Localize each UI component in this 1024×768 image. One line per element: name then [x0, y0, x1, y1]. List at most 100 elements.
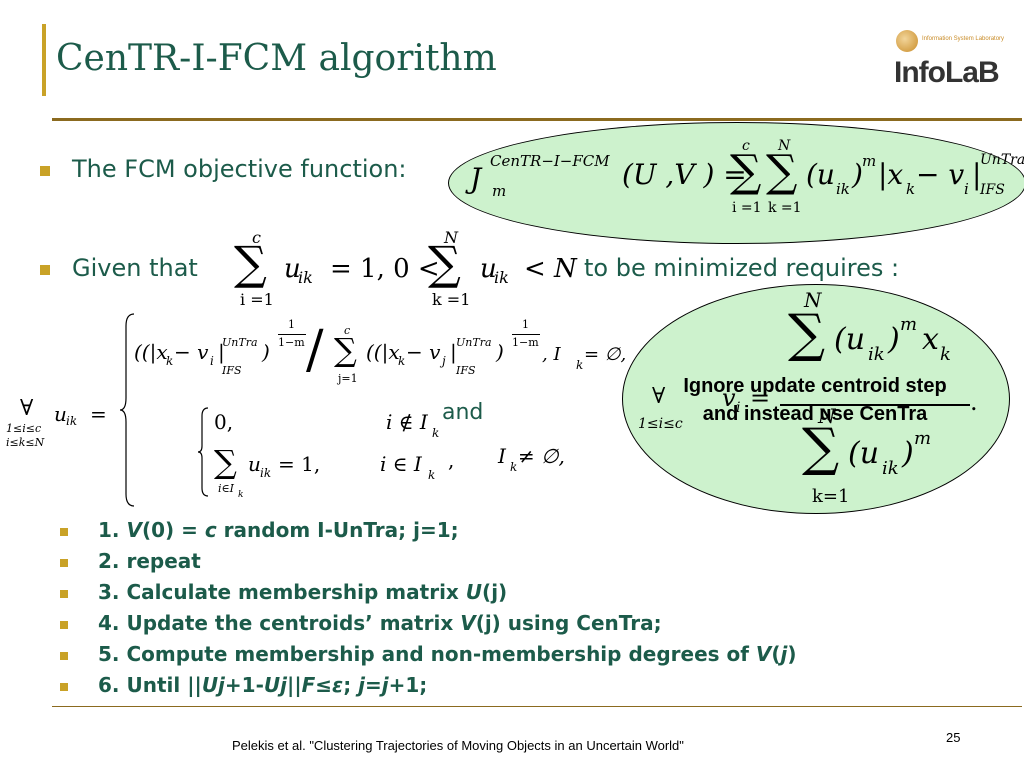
formula-J-sub: m — [492, 182, 507, 200]
objective-formula: J CenTR−I−FCM m (U ,V ) = c ∑ i =1 N ∑ k… — [470, 138, 1024, 228]
m-c1-right-exp-den: 1−m — [512, 336, 539, 349]
centroid-highlight-ellipse — [622, 284, 1010, 514]
m-c2a-val: 0, — [214, 410, 234, 434]
m-c1-rparen: ) — [262, 340, 270, 364]
m-c2b-comma: , — [448, 448, 455, 472]
m-c2b-cond-sub: k — [428, 468, 436, 482]
step-text: 4. Update the centroids’ matrix V(j) usi… — [98, 611, 662, 635]
bullet-marker — [40, 166, 50, 176]
cf-num-top: N — [804, 288, 822, 312]
cf-cond: 1≤i≤c — [638, 416, 683, 432]
logo-name: InfoLaB — [894, 56, 1000, 89]
term-exp: m — [862, 152, 877, 170]
m-c1-right-sup: UnTra — [456, 336, 492, 349]
m-c2b-cond: i ∈ I — [380, 452, 422, 476]
step-bullet — [60, 652, 68, 660]
membership-formula: ∀ 1≤i≤c i≤k≤N u ik = ((|x k − v i | UnTr… — [0, 310, 660, 510]
norm-close: | — [972, 158, 982, 191]
m-eq: = — [90, 402, 107, 426]
cf-dot: . — [970, 388, 978, 416]
sum2-sigma: ∑ — [766, 146, 798, 197]
c-u: u — [284, 254, 301, 284]
cf-num-close: ) — [888, 322, 900, 357]
m-forall-cond2: i≤k≤N — [6, 436, 45, 449]
m-inner-brace — [197, 407, 209, 497]
step-text: 6. Until ||Uj+1-Uj||F≤ε; j=j+1; — [98, 673, 428, 697]
bullet-given-suffix: to be minimized requires : — [584, 254, 900, 282]
m-c2a-cond-sub: k — [432, 426, 440, 440]
m-c1-exp-num: 1 — [288, 318, 295, 331]
cf-eq: = — [750, 384, 771, 412]
m-c2b-sum-bot: i∈I — [218, 482, 235, 495]
m-lhs: u — [54, 402, 67, 426]
m-and-text: and — [442, 400, 484, 425]
norm-sub: IFS — [980, 182, 1005, 198]
m-c1-v: − v — [174, 340, 209, 364]
bullet-marker — [40, 265, 50, 275]
m-forall: ∀ — [20, 396, 34, 421]
step-bullet — [60, 621, 68, 629]
m-c1-right-v: − v — [406, 340, 441, 364]
step-bullet — [60, 590, 68, 598]
c-sum1-bottom: i =1 — [240, 290, 274, 309]
m-c1-right-k: k — [398, 354, 406, 368]
m-c1-exp-line — [278, 334, 306, 335]
cf-v-sub: i — [736, 400, 741, 416]
cf-num-term: (u — [834, 322, 866, 357]
callout-line-1: Ignore update centroid step — [683, 375, 947, 397]
m-sum-bot: j=1 — [338, 372, 358, 385]
step-bullet — [60, 528, 68, 536]
norm-sup: UnTra — [980, 152, 1024, 168]
cf-num-x-sub: k — [940, 344, 951, 365]
m-c1-cond-sub: k — [576, 358, 584, 372]
c-sum1-top: c — [252, 228, 261, 247]
formula-J: J — [470, 162, 482, 195]
formula-args: (U ,V ) = — [622, 158, 747, 191]
cf-v: v — [722, 384, 736, 412]
cf-forall: ∀ — [652, 384, 666, 409]
c-end: < N — [524, 254, 577, 284]
m-c1-left: ((|x — [134, 340, 168, 364]
step-text: 1. V(0) = c random I-UnTra; j=1; — [98, 518, 459, 542]
m-c2-cond: I — [498, 444, 506, 468]
cf-den-sigma: ∑ — [802, 418, 840, 478]
cf-num-sigma: ∑ — [788, 304, 826, 364]
page-number: 25 — [946, 730, 961, 745]
cf-den-term: (u — [848, 436, 880, 471]
callout-note: Ignore update centroid step and instead … — [634, 372, 996, 428]
norm-x-sub: k — [906, 180, 916, 198]
logo: Information System Laboratory InfoLaB — [890, 26, 1010, 98]
m-sum-sigma: ∑ — [334, 331, 357, 369]
m-lhs-sub: ik — [66, 414, 78, 428]
m-c1-i: i — [210, 354, 214, 368]
c-u2-sub: ik — [494, 268, 509, 287]
m-c2b-sum-bot-sub: k — [238, 490, 244, 500]
slide-title: CenTR-I-FCM algorithm — [56, 38, 497, 79]
m-c1-exp-den: 1−m — [278, 336, 305, 349]
cf-num-x: x — [922, 322, 939, 357]
sum2-top: N — [778, 138, 791, 154]
logo-emblem-icon — [896, 30, 918, 52]
m-forall-cond1: 1≤i≤c — [6, 422, 42, 435]
m-c2-cond-sub: k — [510, 460, 518, 474]
norm-x: |x — [878, 158, 904, 191]
m-c2b-val-sub: ik — [260, 466, 272, 480]
footer-rule — [52, 706, 1022, 707]
m-c1-right-exp-num: 1 — [522, 318, 529, 331]
m-c1-bar: | — [218, 340, 225, 364]
bullet-objective-text: The FCM objective function: — [72, 155, 407, 183]
m-c1-right-rparen: ) — [496, 340, 504, 364]
sum1-top: c — [742, 138, 750, 154]
sum1-sigma: ∑ — [730, 146, 762, 197]
constraint-formula: c ∑ i =1 u ik = 1, 0 < N ∑ k =1 u ik < N — [232, 228, 584, 314]
c-u-sub: ik — [298, 268, 313, 287]
c-mid: = 1, 0 < — [330, 254, 440, 284]
c-sum2-sigma: ∑ — [428, 236, 461, 290]
m-c1-sub: IFS — [222, 364, 242, 377]
centroid-formula: N ∑ (u ik ) m x k ∀ 1≤i≤c v i = . N ∑ (u… — [632, 288, 1002, 510]
m-c1-right-j: j — [442, 354, 446, 368]
m-c1-k: k — [166, 354, 174, 368]
m-c2b-val: u — [248, 452, 261, 476]
m-c2b-sigma: ∑ — [214, 443, 237, 481]
cf-num-sub: ik — [868, 344, 885, 365]
